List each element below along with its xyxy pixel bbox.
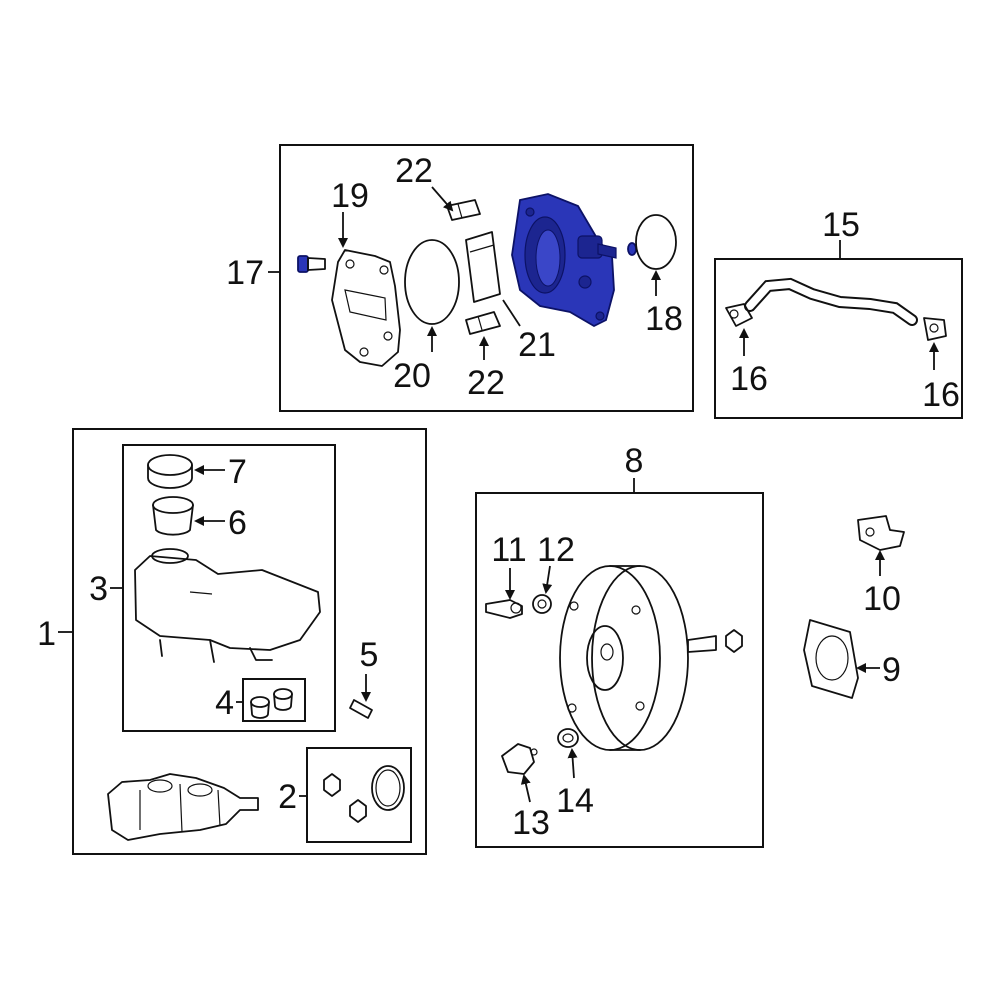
hose-clamp-left[interactable]: [725, 303, 753, 327]
callout-14: 14: [556, 782, 594, 820]
callout-4: 4: [215, 684, 234, 722]
reservoir-strainer[interactable]: [152, 496, 194, 536]
callout-19: 19: [331, 177, 369, 215]
reservoir-grommets[interactable]: [250, 688, 293, 719]
hose-clamp-right[interactable]: [923, 317, 947, 341]
booster-nut[interactable]: [725, 629, 743, 653]
cover-plate[interactable]: [331, 249, 401, 367]
reservoir-pin[interactable]: [349, 699, 373, 719]
pump-seal[interactable]: [627, 242, 637, 256]
callout-12: 12: [537, 531, 575, 569]
pump-element[interactable]: [465, 231, 501, 303]
outer-o-ring[interactable]: [635, 214, 677, 270]
seal-kit[interactable]: [323, 765, 405, 823]
callout-16-right: 16: [922, 376, 960, 414]
callout-11: 11: [491, 531, 526, 569]
callout-5: 5: [360, 636, 379, 674]
callout-22-bottom: 22: [467, 364, 505, 402]
check-valve[interactable]: [485, 599, 523, 619]
callout-18: 18: [645, 300, 683, 338]
callout-21: 21: [518, 326, 556, 364]
callout-6: 6: [228, 504, 247, 542]
vacuum-sensor[interactable]: [501, 743, 538, 775]
callout-22-top: 22: [395, 152, 433, 190]
seal-kit-box: [306, 747, 412, 843]
hose-group-frame: [714, 258, 963, 419]
check-valve-grommet[interactable]: [532, 594, 552, 614]
callout-7: 7: [228, 453, 247, 491]
pump-group-frame: [279, 144, 694, 412]
master-cylinder-body[interactable]: [107, 773, 259, 841]
callout-2: 2: [278, 778, 297, 816]
callout-16-left: 16: [730, 360, 768, 398]
master-cylinder-group-frame: [72, 428, 427, 855]
booster-group-frame: [475, 492, 764, 848]
vacuum-pump-housing[interactable]: [511, 193, 617, 328]
grommet-box: [242, 678, 306, 722]
callout-3: 3: [89, 570, 108, 608]
bracket[interactable]: [857, 515, 905, 551]
pump-o-ring[interactable]: [404, 239, 460, 325]
lower-clip[interactable]: [465, 311, 501, 335]
callout-1: 1: [37, 615, 56, 653]
callout-13: 13: [512, 804, 550, 842]
callout-20: 20: [393, 357, 431, 395]
upper-clip[interactable]: [446, 199, 481, 221]
callout-17: 17: [226, 254, 264, 292]
callout-15: 15: [822, 206, 860, 244]
booster-gasket[interactable]: [803, 619, 859, 699]
pump-bolt[interactable]: [297, 255, 326, 273]
callout-10: 10: [863, 580, 901, 618]
reservoir-cap[interactable]: [147, 454, 193, 489]
sensor-grommet[interactable]: [557, 728, 579, 748]
brake-booster[interactable]: [559, 565, 717, 751]
callout-9: 9: [882, 651, 901, 689]
vacuum-hose[interactable]: [744, 277, 918, 326]
reservoir-tank[interactable]: [134, 548, 321, 663]
callout-8: 8: [625, 442, 644, 480]
